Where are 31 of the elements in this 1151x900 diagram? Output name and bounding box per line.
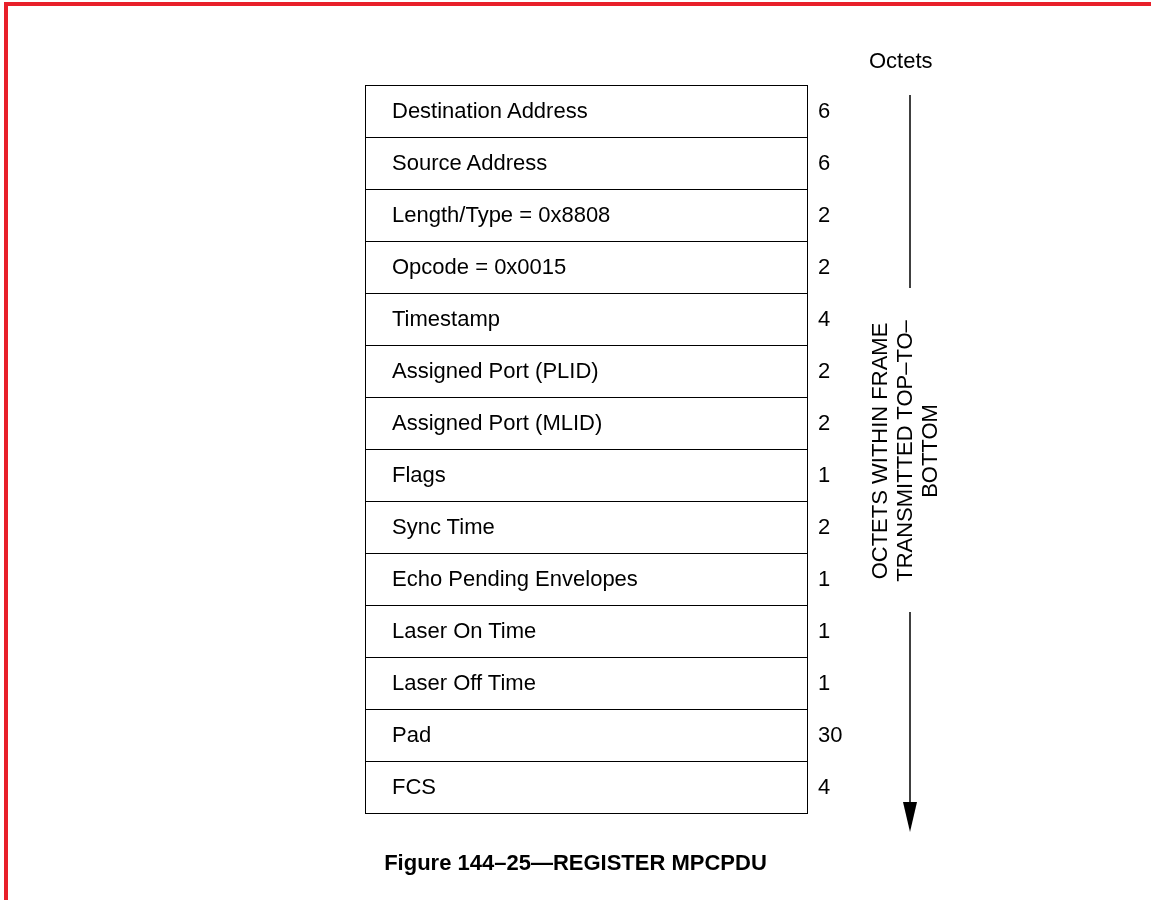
- octet-count: 4: [818, 774, 831, 800]
- field-name: Flags: [392, 462, 446, 488]
- octet-count: 6: [818, 150, 831, 176]
- field-name: Pad: [392, 722, 432, 748]
- field-name: Sync Time: [392, 514, 495, 540]
- field-name: Timestamp: [392, 306, 500, 332]
- octet-count: 2: [818, 514, 831, 540]
- octet-count: 2: [818, 358, 831, 384]
- direction-note: OCTETS WITHIN FRAME TRANSMITTED TOP–TO–BOTTOM: [867, 319, 943, 584]
- field-name: Echo Pending Envelopes: [392, 566, 638, 592]
- field-name: FCS: [392, 774, 436, 800]
- octet-count: 1: [818, 566, 831, 592]
- octet-count: 2: [818, 410, 831, 436]
- octet-count: 2: [818, 202, 831, 228]
- field-name: Destination Address: [392, 98, 588, 124]
- field-name: Assigned Port (MLID): [392, 410, 603, 436]
- field-name: Assigned Port (PLID): [392, 358, 599, 384]
- field-name: Laser Off Time: [392, 670, 536, 696]
- octet-count: 1: [818, 462, 831, 488]
- octet-count: 1: [818, 618, 831, 644]
- octet-count: 30: [818, 722, 843, 748]
- field-name: Source Address: [392, 150, 548, 176]
- octet-count: 6: [818, 98, 831, 124]
- field-name: Opcode = 0x0015: [392, 254, 567, 280]
- column-heading: Octets: [869, 48, 933, 74]
- field-name: Laser On Time: [392, 618, 537, 644]
- octet-count: 4: [818, 306, 831, 332]
- octet-count: 1: [818, 670, 831, 696]
- field-name: Length/Type = 0x8808: [392, 202, 611, 228]
- octet-count: 2: [818, 254, 831, 280]
- figure-caption: Figure 144–25—REGISTER MPCPDU: [383, 850, 768, 876]
